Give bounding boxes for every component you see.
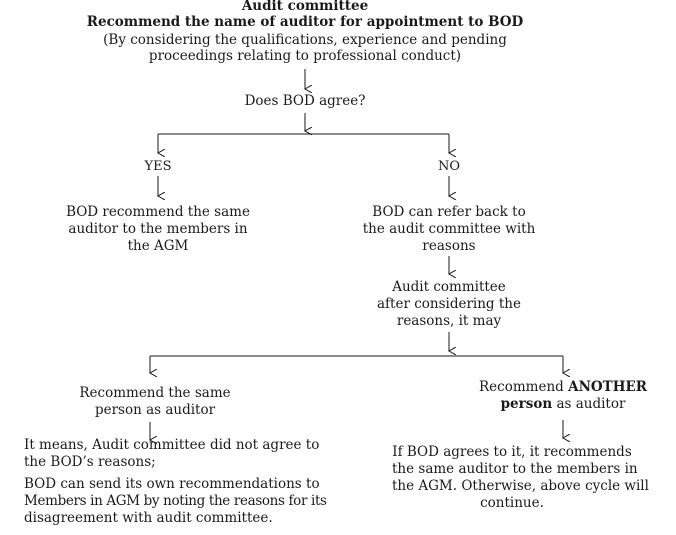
outcome-same-line3: BOD can send its own recommendations to — [24, 476, 320, 492]
outcome-same-line1: It means, Audit committee did not agree … — [24, 437, 320, 453]
yes-label: YES — [144, 159, 172, 174]
option-another-prefix: Recommend — [479, 379, 564, 395]
outcome-another-line1: If BOD agrees to it, it recommends — [392, 444, 632, 460]
yes-result-line2: auditor to the members in — [68, 221, 248, 237]
header-note-line2: proceedings relating to professional con… — [148, 48, 462, 64]
outcome-same-line5: disagreement with audit committee. — [24, 510, 273, 526]
yes-result-line3: the AGM — [127, 238, 189, 254]
option-another-suffix: as auditor — [556, 396, 626, 412]
option-same-line2: person as auditor — [94, 402, 216, 418]
header-title: Audit committee — [241, 0, 369, 14]
outcome-same-line2: the BOD’s reasons; — [24, 454, 156, 470]
header-note-line1: (By considering the qualifications, expe… — [103, 32, 507, 48]
yes-result-line1: BOD recommend the same — [66, 204, 250, 220]
no-result-line1: BOD can refer back to — [372, 204, 526, 220]
committee-reconsider-line1: Audit committee — [392, 279, 506, 295]
question-text: Does BOD agree? — [244, 93, 366, 109]
outcome-another-line2: the same auditor to the members in — [392, 461, 638, 477]
no-label: NO — [437, 159, 461, 174]
outcome-another-line3: the AGM. Otherwise, above cycle will — [392, 478, 649, 494]
no-result-line3: reasons — [422, 238, 476, 254]
option-another-line1: Recommend ANOTHER — [448, 379, 676, 396]
no-result-line2: the audit committee with — [362, 221, 536, 237]
committee-reconsider-line3: reasons, it may — [396, 313, 502, 329]
option-another-emphasis: ANOTHER — [568, 379, 647, 395]
option-another-line2: person as auditor — [448, 396, 676, 413]
outcome-same-line4: Members in AGM by noting the reasons for… — [24, 493, 327, 509]
committee-reconsider-line2: after considering the — [377, 296, 521, 312]
option-same-line1: Recommend the same — [79, 385, 231, 401]
header-subtitle: Recommend the name of auditor for appoin… — [86, 14, 524, 30]
outcome-another-line4: continue. — [480, 495, 544, 511]
option-another-person: person — [500, 396, 553, 412]
